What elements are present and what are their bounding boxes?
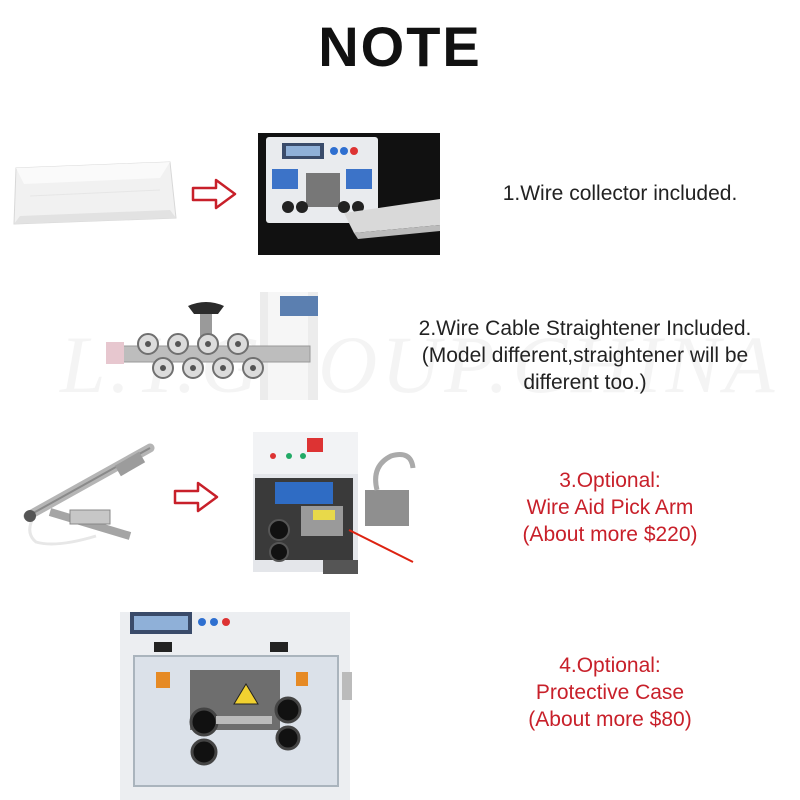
wire-aid-pick-arm-image [23, 443, 155, 546]
note-line: Wire Aid Pick Arm [526, 496, 694, 519]
note-item-4: 4.Optional: Protective Case (About more … [470, 652, 750, 733]
machine-with-pick-arm-image [253, 432, 416, 574]
note-line: 4.Optional: [559, 654, 661, 677]
note-line: 1.Wire collector included. [502, 182, 738, 205]
machine-with-collector-image [258, 133, 440, 255]
note-line: different too.) [523, 371, 647, 394]
arrow-right-outline-icon [173, 481, 219, 513]
note-item-2: 2.Wire Cable Straightener Included. (Mod… [380, 315, 790, 396]
note-line: (Model different,straightener will be [421, 344, 749, 367]
arrow-right-outline-icon [191, 178, 237, 210]
note-item-1: 1.Wire collector included. [460, 180, 780, 207]
wire-straightener-image [106, 292, 318, 400]
page-title: NOTE [318, 15, 482, 78]
note-line: (About more $220) [522, 523, 698, 546]
note-line: 3.Optional: [559, 469, 661, 492]
note-line: 2.Wire Cable Straightener Included. [418, 317, 752, 340]
note-line: Protective Case [535, 681, 685, 704]
wire-collector-tray-image [13, 161, 177, 225]
note-line: (About more $80) [528, 708, 692, 731]
machine-protective-case-image [120, 612, 352, 800]
note-item-3: 3.Optional: Wire Aid Pick Arm (About mor… [470, 467, 750, 548]
